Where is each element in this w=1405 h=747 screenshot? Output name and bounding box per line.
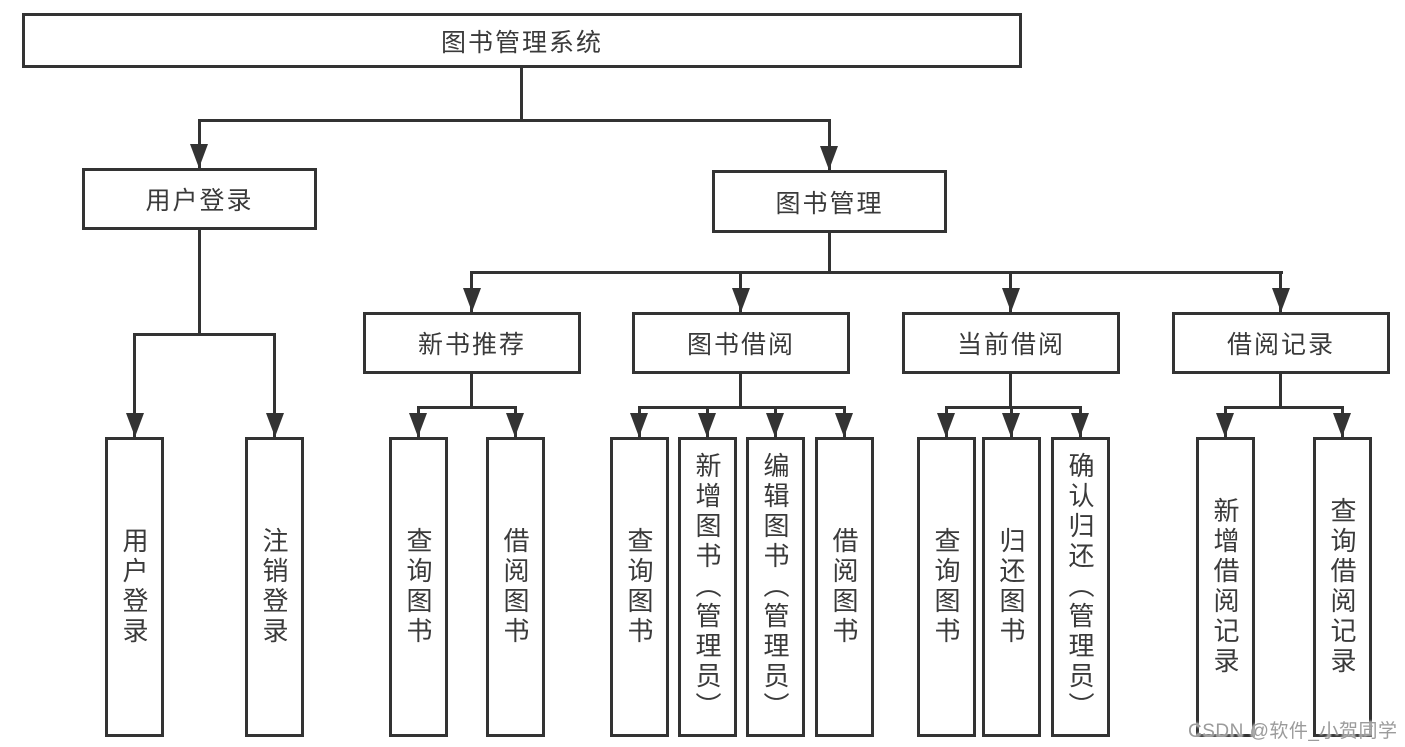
leaf-user-login-label: 用户登录 <box>119 527 149 647</box>
node-book-management: 图书管理 <box>712 170 947 233</box>
node-book-borrow-label: 图书借阅 <box>686 331 795 359</box>
leaf-borrow-book-label: 借阅图书 <box>829 527 859 647</box>
connector-line <box>198 119 201 168</box>
leaf-borrow-book: 借阅图书 <box>815 437 874 737</box>
leaf-query-book-recommend: 查询图书 <box>389 437 448 737</box>
arrow-down-icon <box>126 413 144 437</box>
arrow-down-icon <box>766 413 784 437</box>
node-user-login: 用户登录 <box>82 168 317 230</box>
node-book-borrow: 图书借阅 <box>632 312 850 374</box>
leaf-query-borrow-record: 查询借阅记录 <box>1313 437 1372 737</box>
connector-line <box>471 271 1283 274</box>
connector-line <box>828 119 831 170</box>
node-current-borrow-label: 当前借阅 <box>956 331 1065 359</box>
leaf-return-book: 归还图书 <box>982 437 1041 737</box>
leaf-edit-book-admin: 编辑图书（管理员） <box>746 437 805 737</box>
arrow-down-icon <box>409 413 427 437</box>
leaf-query-book-current: 查询图书 <box>917 437 976 737</box>
arrow-down-icon <box>266 413 284 437</box>
connector-line <box>520 66 523 122</box>
connector-line <box>1224 406 1344 409</box>
arrow-down-icon <box>1216 413 1234 437</box>
connector-line <box>1009 373 1012 409</box>
arrow-down-icon <box>937 413 955 437</box>
arrow-down-icon <box>1071 413 1089 437</box>
csdn-watermark: CSDN @软件_小贺同学 <box>1188 721 1398 742</box>
connector-line <box>198 119 831 122</box>
connector-line <box>945 406 1082 409</box>
leaf-add-book-admin: 新增图书（管理员） <box>678 437 737 737</box>
arrow-down-icon <box>820 146 838 170</box>
leaf-edit-book-admin-label: 编辑图书（管理员） <box>760 452 790 722</box>
arrow-down-icon <box>1333 413 1351 437</box>
leaf-add-borrow-record: 新增借阅记录 <box>1196 437 1255 737</box>
leaf-user-login: 用户登录 <box>105 437 164 737</box>
leaf-confirm-return-admin-label: 确认归还（管理员） <box>1065 452 1095 722</box>
arrow-down-icon <box>1272 288 1290 312</box>
leaf-borrow-book-recommend: 借阅图书 <box>486 437 545 737</box>
leaf-query-book-current-label: 查询图书 <box>931 527 961 647</box>
leaf-logout-login-label: 注销登录 <box>259 527 289 647</box>
node-root: 图书管理系统 <box>22 13 1022 68</box>
connector-line <box>828 233 831 274</box>
leaf-confirm-return-admin: 确认归还（管理员） <box>1051 437 1110 737</box>
node-new-book-recommend-label: 新书推荐 <box>417 331 526 359</box>
node-root-label: 图书管理系统 <box>440 28 603 57</box>
arrow-down-icon <box>630 413 648 437</box>
arrow-down-icon <box>698 413 716 437</box>
arrow-down-icon <box>1002 288 1020 312</box>
arrow-down-icon <box>835 413 853 437</box>
connector-line <box>198 230 201 336</box>
connector-line <box>739 373 742 409</box>
arrow-down-icon <box>506 413 524 437</box>
leaf-query-book-borrow-label: 查询图书 <box>624 527 654 647</box>
node-borrow-records-label: 借阅记录 <box>1226 331 1335 359</box>
connector-line <box>133 333 276 336</box>
connector-line <box>1279 373 1282 409</box>
node-book-management-label: 图书管理 <box>775 189 884 218</box>
arrow-down-icon <box>190 144 208 168</box>
node-new-book-recommend: 新书推荐 <box>363 312 581 374</box>
connector-line <box>273 333 276 437</box>
leaf-return-book-label: 归还图书 <box>996 527 1026 647</box>
arrow-down-icon <box>1002 413 1020 437</box>
leaf-logout-login: 注销登录 <box>245 437 304 737</box>
leaf-add-book-admin-label: 新增图书（管理员） <box>692 452 722 722</box>
connector-line <box>133 333 136 437</box>
node-user-login-label: 用户登录 <box>145 187 254 215</box>
leaf-add-borrow-record-label: 新增借阅记录 <box>1210 497 1240 677</box>
arrow-down-icon <box>732 288 750 312</box>
leaf-query-book-borrow: 查询图书 <box>610 437 669 737</box>
connector-line <box>470 373 473 409</box>
leaf-query-borrow-record-label: 查询借阅记录 <box>1327 497 1357 677</box>
leaf-borrow-book-recommend-label: 借阅图书 <box>500 527 530 647</box>
node-borrow-records: 借阅记录 <box>1172 312 1390 374</box>
node-current-borrow: 当前借阅 <box>902 312 1120 374</box>
connector-line <box>638 406 846 409</box>
connector-line <box>417 406 517 409</box>
leaf-query-book-recommend-label: 查询图书 <box>403 527 433 647</box>
arrow-down-icon <box>463 288 481 312</box>
